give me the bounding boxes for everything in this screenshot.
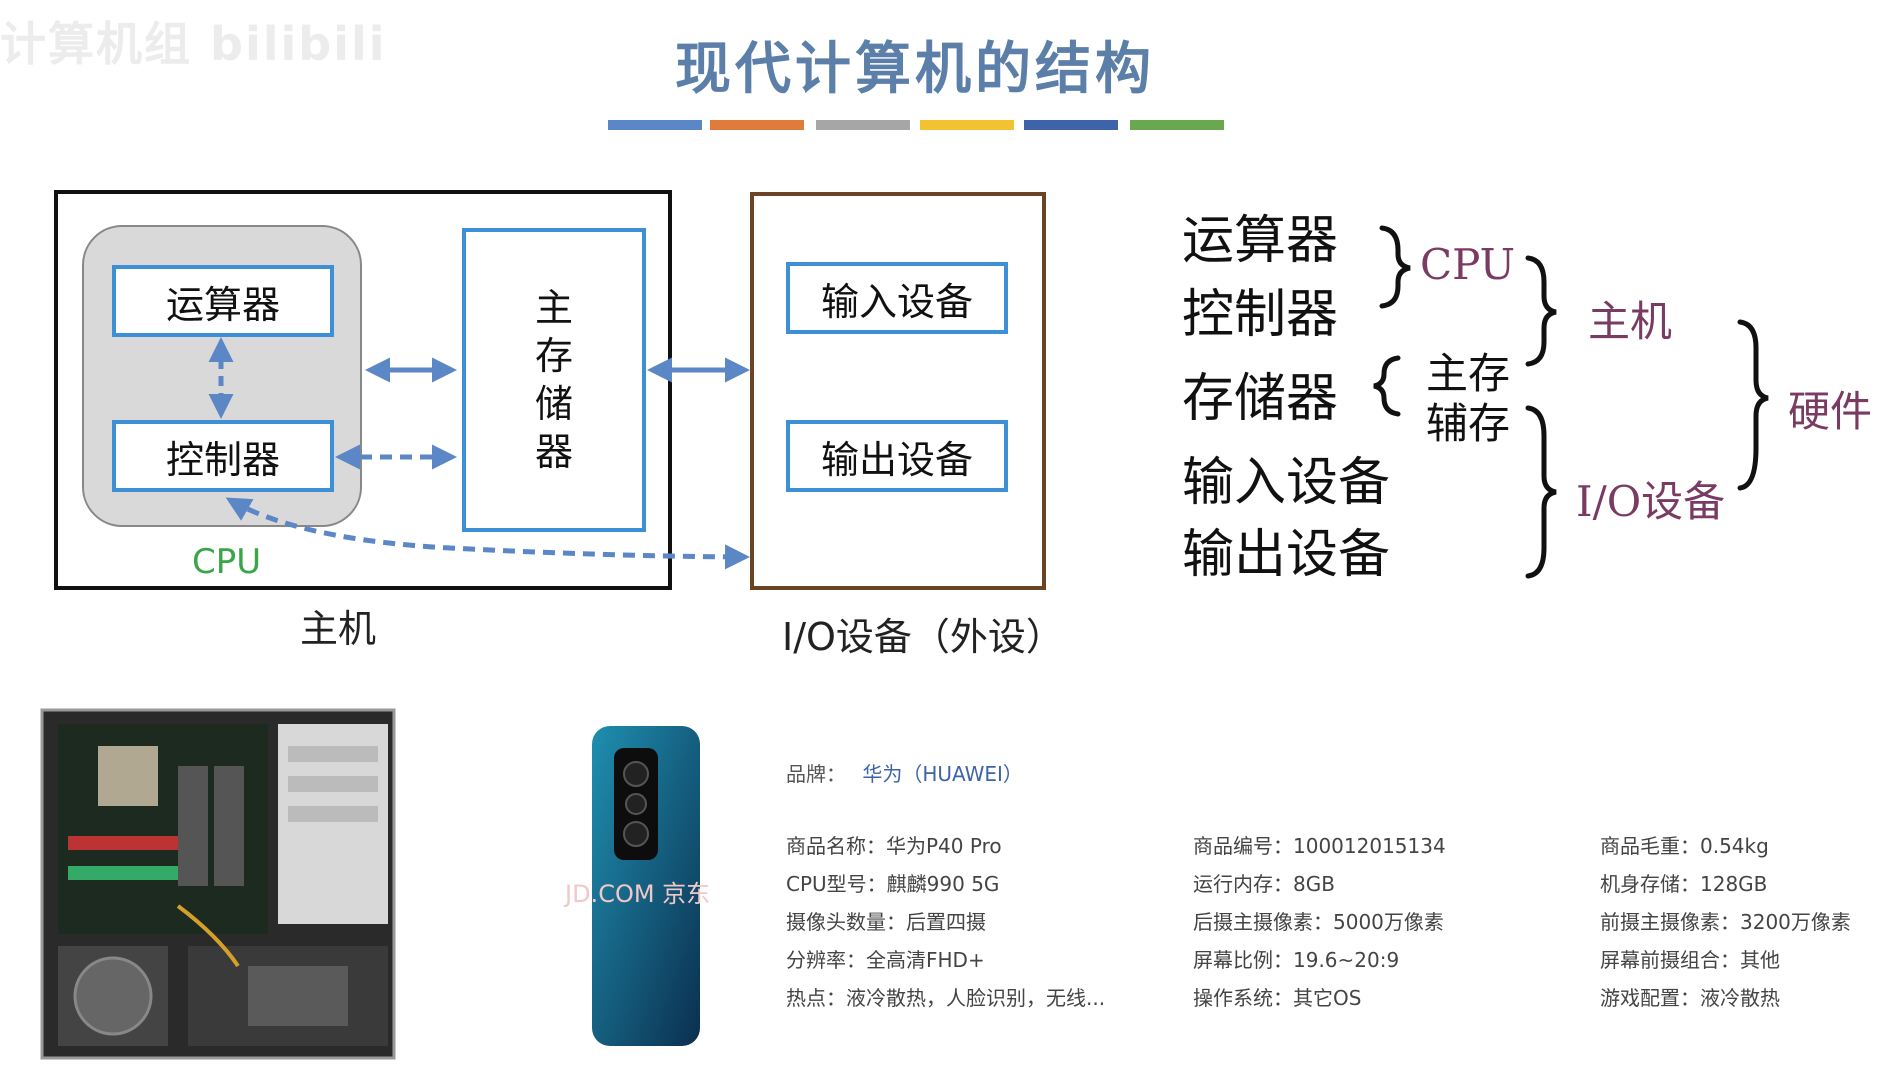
term-output-device: 输出设备	[1182, 525, 1391, 585]
brace-host	[1525, 255, 1557, 367]
color-bar	[1024, 120, 1118, 130]
spec-item: 运行内存：8GB	[1193, 872, 1335, 896]
io-label: I/O设备（外设）	[782, 615, 1064, 659]
io-box	[750, 192, 1046, 590]
brace-cpu	[1379, 225, 1411, 309]
host-label: 主机	[300, 607, 377, 651]
jd-watermark: JD.COM 京东	[565, 880, 711, 908]
cpu-label: CPU	[192, 542, 262, 582]
diagram-arrows	[208, 337, 750, 570]
cu-io-control-arrow	[225, 497, 750, 570]
spec-item: 屏幕比例：19.6~20:9	[1193, 948, 1400, 972]
term-control-unit: 控制器	[1182, 285, 1339, 345]
group-host: 主机	[1588, 297, 1673, 346]
group-io: I/O设备	[1576, 477, 1726, 526]
color-bar	[920, 120, 1014, 130]
sub-main-storage: 主存	[1426, 349, 1511, 398]
brace-hardware	[1737, 319, 1769, 491]
spec-item: 商品编号：100012015134	[1193, 834, 1446, 858]
brand-row: 品牌： 华为（HUAWEI）	[786, 758, 1023, 787]
alu-box: 运算器	[112, 265, 334, 337]
term-input-device: 输入设备	[1182, 453, 1391, 513]
group-hardware: 硬件	[1788, 387, 1873, 436]
page-title: 现代计算机的结构	[675, 37, 1155, 102]
spec-item: 操作系统：其它OS	[1193, 986, 1362, 1010]
input-device-box: 输入设备	[786, 262, 1008, 334]
brand-label: 品牌：	[786, 762, 846, 786]
host-box	[54, 190, 672, 590]
spec-item: 游戏配置：液冷散热	[1600, 986, 1780, 1010]
control-unit-box: 控制器	[112, 420, 334, 492]
spec-item: 商品毛重：0.54kg	[1600, 834, 1769, 858]
brand-value[interactable]: 华为（HUAWEI）	[862, 762, 1023, 786]
phone-image	[588, 722, 708, 1052]
color-bar	[710, 120, 804, 130]
spec-item: 屏幕前摄组合：其他	[1600, 948, 1780, 972]
pc-case-image	[38, 706, 398, 1062]
main-memory-box: 主存储器	[462, 228, 646, 532]
sub-aux-storage: 辅存	[1426, 399, 1511, 448]
color-bar	[1130, 120, 1224, 130]
term-alu: 运算器	[1182, 211, 1339, 271]
color-bar	[816, 120, 910, 130]
spec-item: CPU型号：麒麟990 5G	[786, 872, 1000, 896]
watermark: 计算机组 bilibili	[0, 17, 387, 71]
spec-item: 前摄主摄像素：3200万像素	[1600, 910, 1851, 934]
main-memory-label: 主存储器	[534, 286, 573, 474]
output-device-box: 输出设备	[786, 420, 1008, 492]
color-bar	[608, 120, 702, 130]
spec-item: 机身存储：128GB	[1600, 872, 1768, 896]
spec-item: 商品名称：华为P40 Pro	[786, 834, 1002, 858]
brace-storage	[1373, 355, 1401, 417]
spec-item: 分辨率：全高清FHD+	[786, 948, 985, 972]
group-cpu: CPU	[1420, 240, 1516, 289]
spec-item: 热点：液冷散热，人脸识别，无线...	[786, 986, 1106, 1010]
brace-io	[1525, 405, 1557, 579]
spec-item: 摄像头数量：后置四摄	[786, 910, 986, 934]
term-memory: 存储器	[1182, 369, 1339, 429]
hierarchy-braces	[1373, 225, 1769, 579]
spec-item: 后摄主摄像素：5000万像素	[1193, 910, 1444, 934]
